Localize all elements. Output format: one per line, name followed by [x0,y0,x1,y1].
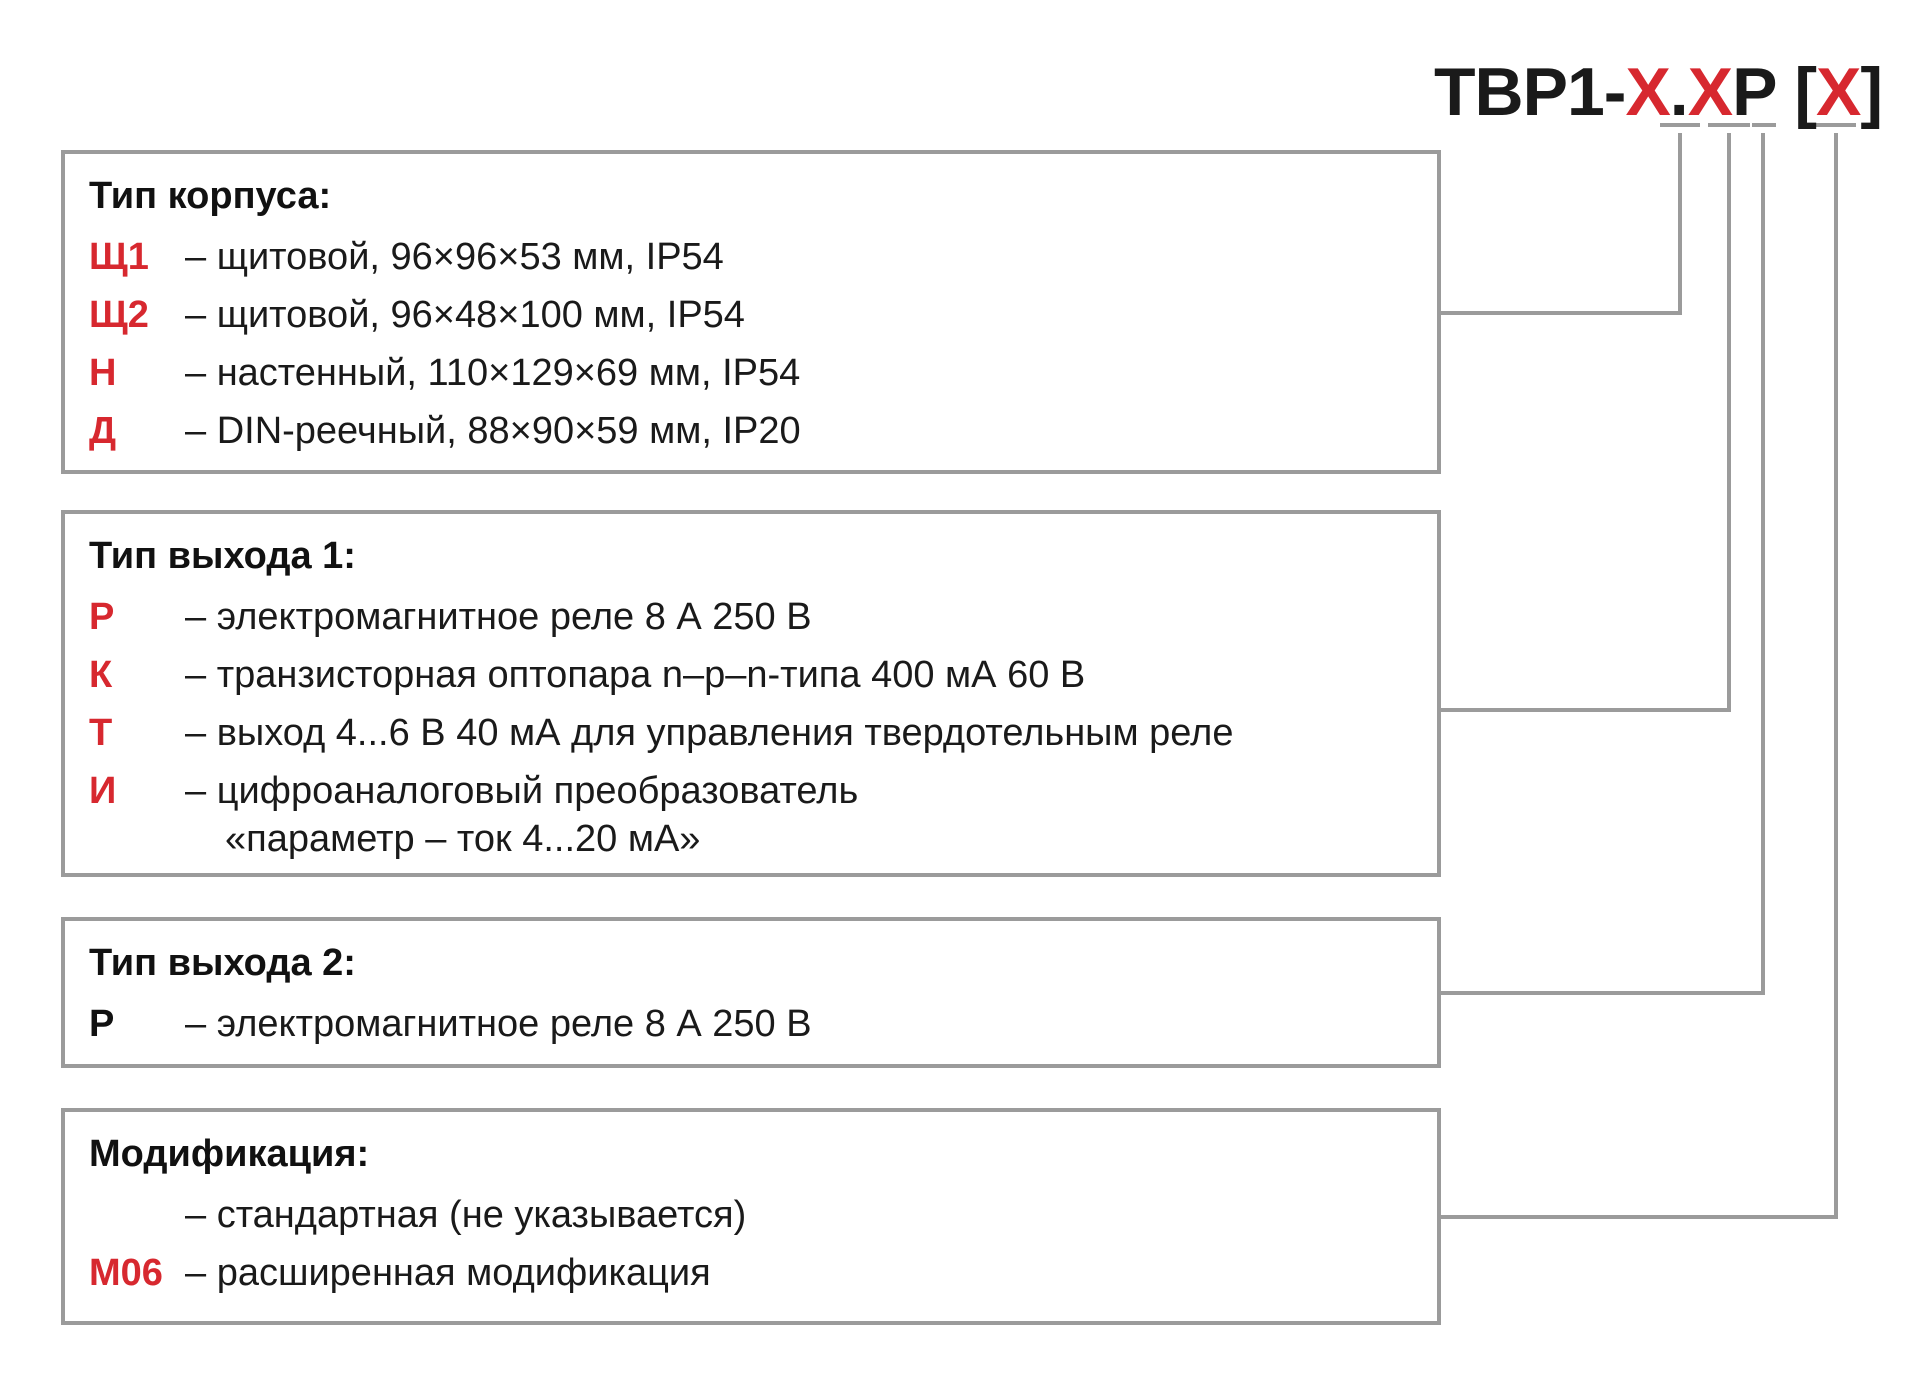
output-1-box: Тип выхода 1: Р – электромагнитное реле … [61,510,1441,877]
connector-output-2 [1441,133,1765,995]
connector-case-type [1441,133,1682,315]
output-2-title: Тип выхода 2: [89,942,356,984]
option-code: И [89,770,117,812]
model-code-case: Х [1625,54,1670,130]
option-code: Р [89,596,115,638]
modification-title: Модификация: [89,1133,370,1175]
output-2-box: Тип выхода 2: Р – электромагнитное реле … [61,917,1441,1068]
connector-output-1 [1441,133,1731,712]
option-description: – электромагнитное реле 8 А 250 В [185,1003,812,1045]
option-code: М06 [89,1252,163,1294]
connector-modification [1441,133,1838,1219]
option-code: Щ1 [89,236,149,278]
option-description: – цифроаналоговый преобразователь [185,770,859,812]
option-code: Н [89,352,117,394]
option-description: – транзисторная оптопара n–p–n-типа 400 … [185,654,1086,696]
option-code: Р [89,1003,115,1045]
model-code: ТВР1-Х.ХР [Х] [1433,52,1883,132]
case-type-box: Тип корпуса: Щ1 – щитовой, 96×96×53 мм, … [61,150,1441,474]
option-description-continued: «параметр – ток 4...20 мА» [225,818,701,860]
option-description: – выход 4...6 В 40 мА для управления тве… [185,712,1234,754]
option-description: – расширенная модификация [185,1252,711,1294]
option-description: – электромагнитное реле 8 А 250 В [185,596,812,638]
option-code: Т [89,712,113,754]
option-description: – щитовой, 96×96×53 мм, IP54 [185,236,724,278]
option-description: – DIN-реечный, 88×90×59 мм, IP20 [185,410,801,452]
model-code-dot: . [1669,54,1689,130]
model-prefix: ТВР1- [1433,54,1626,130]
model-code-bracket-open: [ [1794,54,1817,130]
case-type-title: Тип корпуса: [89,175,332,217]
option-description: – настенный, 110×129×69 мм, IP54 [185,352,801,394]
option-code: Д [89,410,117,452]
modification-box: Модификация: – стандартная (не указывает… [61,1108,1441,1325]
option-description: – стандартная (не указывается) [185,1194,747,1236]
model-code-space [1776,54,1794,130]
option-code: Щ2 [89,294,149,336]
model-code-output-1: Х [1687,54,1733,130]
model-code-bracket-close: ] [1860,54,1883,130]
output-1-title: Тип выхода 1: [89,535,356,577]
model-code-modification: Х [1815,54,1861,130]
model-code-output-2: Р [1732,54,1777,130]
option-description: – щитовой, 96×48×100 мм, IP54 [185,294,745,336]
option-code: К [89,654,113,696]
